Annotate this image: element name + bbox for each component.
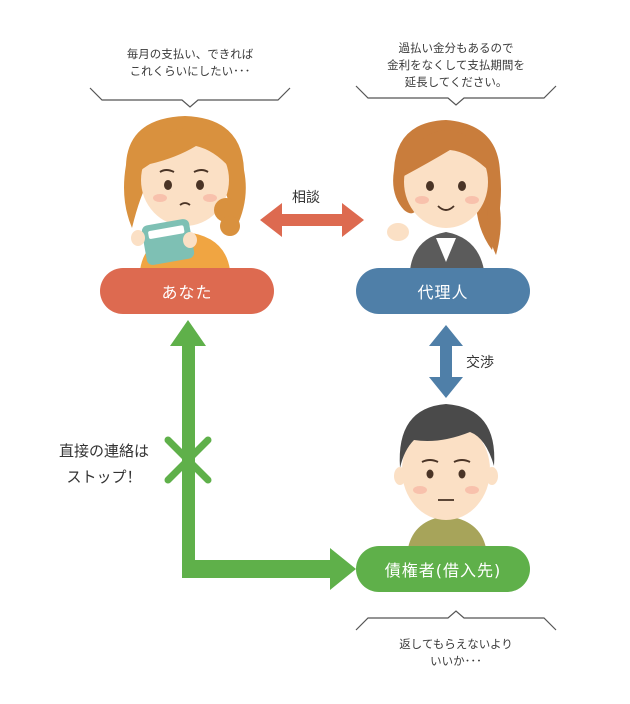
edge-negotiate-label: 交渉 xyxy=(466,355,494,371)
stop-note: 直接の連絡は ストップ！ xyxy=(44,438,164,490)
speech-agent-line-3: 延長してください。 xyxy=(404,75,508,89)
node-creditor-label: 債権者(借入先) xyxy=(384,561,502,580)
speech-you-line-2: これくらいにしたい･･･ xyxy=(129,64,251,78)
speech-bracket-creditor xyxy=(355,610,557,631)
node-agent-label: 代理人 xyxy=(417,283,469,302)
node-you-label: あなた xyxy=(161,283,213,302)
node-agent: 代理人 xyxy=(356,268,530,314)
node-creditor: 債権者(借入先) xyxy=(356,546,530,592)
speech-creditor-line-2: いいか･･･ xyxy=(430,654,482,668)
speech-agent: 過払い金分もあるので 金利をなくして支払期間を 延長してください。 xyxy=(356,40,556,91)
edge-consult-label: 相談 xyxy=(292,190,320,206)
node-you: あなた xyxy=(100,268,274,314)
negotiate-double-arrow xyxy=(429,325,463,398)
stop-note-line-2: ストップ！ xyxy=(66,468,142,486)
speech-agent-line-1: 過払い金分もあるので xyxy=(398,41,514,55)
speech-you-line-1: 毎月の支払い、できれば xyxy=(126,47,254,61)
speech-creditor-line-1: 返してもらえないより xyxy=(399,637,513,651)
stop-note-line-1: 直接の連絡は xyxy=(58,442,149,460)
consult-double-arrow xyxy=(260,203,364,237)
speech-bracket-you xyxy=(89,87,291,108)
agent-character-icon xyxy=(387,120,501,270)
speech-creditor: 返してもらえないより いいか･･･ xyxy=(356,636,556,670)
direct-contact-arrow xyxy=(170,320,356,590)
speech-bracket-agent xyxy=(355,85,557,106)
you-character-icon xyxy=(124,116,246,270)
creditor-character-icon xyxy=(394,404,498,548)
speech-agent-line-2: 金利をなくして支払期間を xyxy=(387,58,525,72)
speech-you: 毎月の支払い、できれば これくらいにしたい･･･ xyxy=(100,46,280,80)
stop-cross-icon xyxy=(164,436,212,484)
